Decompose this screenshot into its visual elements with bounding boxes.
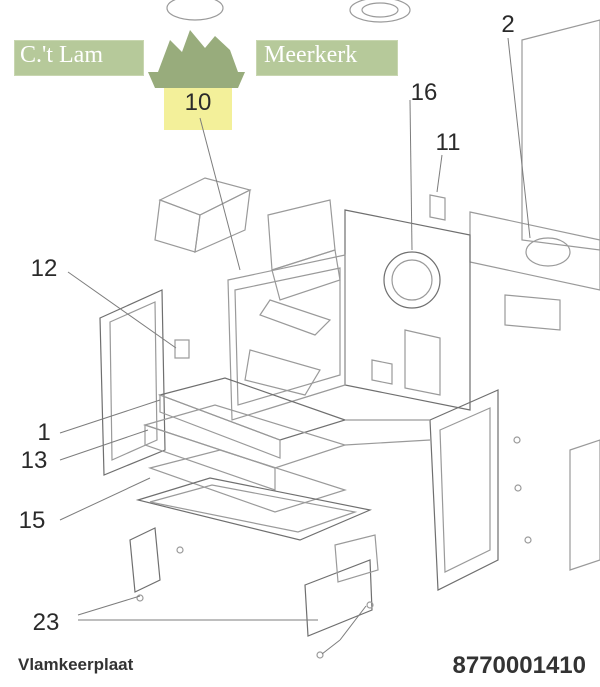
highlighted-callout-background xyxy=(164,86,232,130)
firebox-body xyxy=(227,194,471,421)
callout-16: 16 xyxy=(411,79,438,106)
callout-10: 10 xyxy=(185,89,212,116)
callout-11: 11 xyxy=(436,129,461,156)
banner-left-text: C.'t Lam xyxy=(20,42,103,68)
banner-right-band xyxy=(256,40,398,76)
leader-lines xyxy=(59,37,531,655)
top-round-part-left xyxy=(166,0,224,21)
side-door-part-12 xyxy=(99,289,190,476)
banner-left-band xyxy=(14,40,144,76)
callout-2: 2 xyxy=(501,11,514,38)
right-side-frame xyxy=(344,389,499,591)
bracket-parts-23 xyxy=(129,436,532,659)
part-number: 8770001410 xyxy=(452,652,586,679)
top-round-part-16 xyxy=(349,0,411,23)
ash-pan-part-15 xyxy=(135,449,373,541)
callout-12: 12 xyxy=(31,255,58,282)
callout-13: 13 xyxy=(21,447,48,474)
banner-right-text: Meerkerk xyxy=(264,42,358,68)
part-caption: Vlamkeerplaat xyxy=(18,655,134,674)
callout-23: 23 xyxy=(33,609,60,636)
callout-15: 15 xyxy=(19,507,46,534)
baffle-part-10 xyxy=(154,177,341,301)
callout-1: 1 xyxy=(37,419,50,446)
